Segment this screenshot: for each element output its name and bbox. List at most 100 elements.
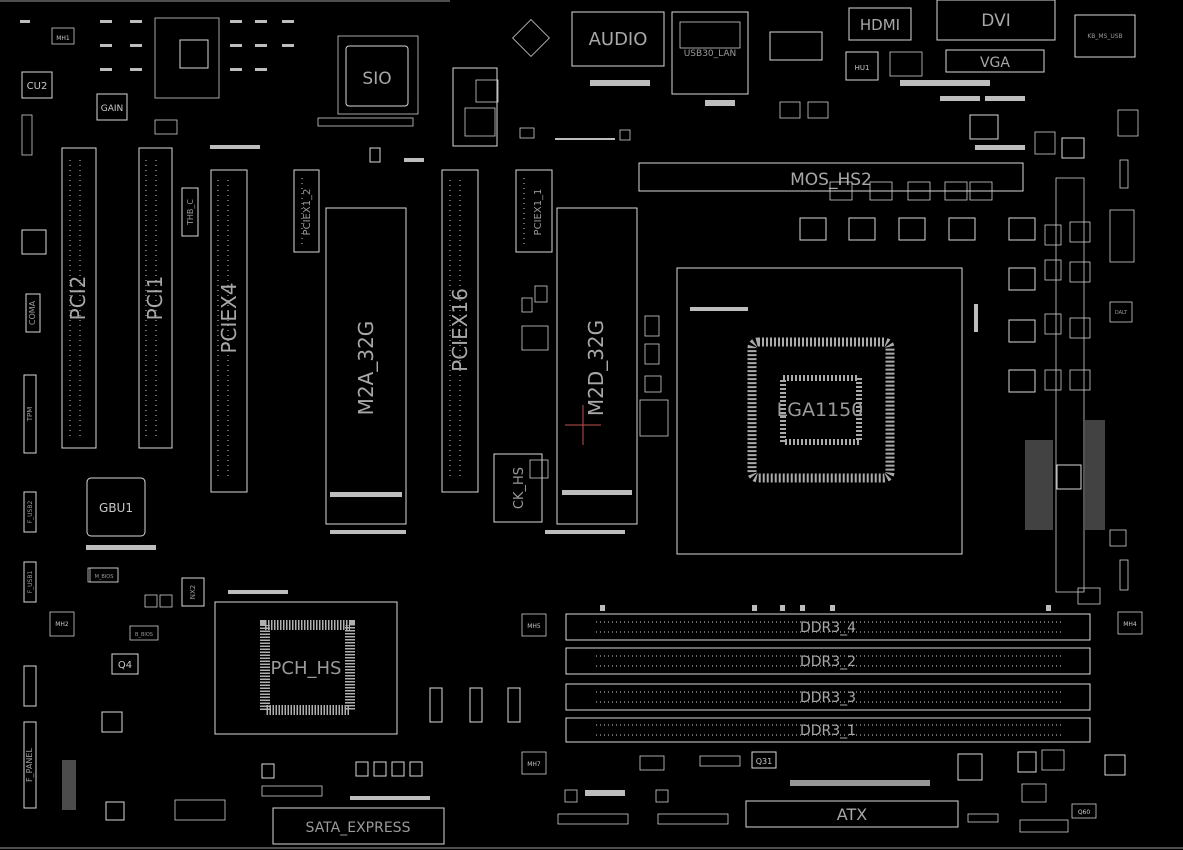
b-bios-chip: B_BIOS [129,625,159,641]
f-usb1-label: F_USB1 [27,571,34,594]
pciex4-label: PCIEX4 [217,283,241,354]
q4-transistor: Q4 [111,653,139,675]
gain-label: GAIN [101,104,124,114]
cu2-component: CU2 [21,71,53,99]
kb-ms-usb-label: KB_MS_USB [1087,33,1122,40]
ddr3-4-label: DDR3_4 [800,620,856,636]
pciex1-1-label: PCIEX1_1 [533,189,544,236]
hu1-label: HU1 [855,64,870,72]
gain-component: GAIN [96,93,128,121]
m-bios-chip: M_BIOS [89,567,119,583]
usb30-lan-connector: USB30_LAN [671,11,749,95]
f-panel-label: F_PANEL [25,748,34,782]
audio-connector: AUDIO [512,11,665,67]
mh5-mount: MH5 [521,613,547,637]
sio-chip: SIO [337,35,419,115]
nx2-label: NX2 [189,585,197,600]
ddr3-4-slot: DDR3_4 [565,613,1091,641]
pci2-slot: PCI2 [61,147,97,449]
gbu1-label: GBU1 [99,501,133,515]
m2a-label: M2A_32G [354,321,378,416]
atx-label: ATX [837,805,867,824]
ddr3-3-label: DDR3_3 [800,690,856,706]
nx2-component: NX2 [181,577,205,607]
left-edge-headers: COMA TPM F_USB2 F_USB1 F_PANEL [21,229,47,809]
pch-heatsink: PCH_HS [214,601,398,735]
usb30-lan-label: USB30_LAN [684,49,737,59]
q31-transistor: Q31 [751,751,777,769]
mh1-mount: MH1 [51,27,75,45]
dalt-label: DALT [1115,310,1128,316]
pciex4-slot: PCIEX4 [210,169,248,493]
vga-label: VGA [980,55,1010,71]
b-bios-label: B_BIOS [135,632,153,638]
ddr3-1-label: DDR3_1 [800,723,856,739]
f-usb2-label: F_USB2 [27,501,34,524]
dvi-connector: DVI [936,0,1056,41]
coma-header: COMA [25,293,41,333]
pch-label: PCH_HS [271,658,342,679]
cu2-label: CU2 [27,81,48,92]
pci2-label: PCI2 [66,276,90,321]
ddr3-2-label: DDR3_2 [800,654,856,670]
vrm-right: DALT [1025,177,1135,593]
f-usb1-header: F_USB1 [23,561,37,603]
sio-label: SIO [362,69,391,89]
mos-hs2-heatsink: MOS_HS2 [638,162,1024,192]
mh4-mount: MH4 [1117,611,1143,635]
ddr3-2-slot: DDR3_2 [565,647,1091,675]
vga-connector: VGA [945,49,1045,73]
hdmi-connector: HDMI [848,7,912,41]
atx-connector: ATX [745,800,959,828]
gbu1-chip: GBU1 [86,477,146,537]
mosfet-row [799,181,1036,393]
mos-hs2-label: MOS_HS2 [790,170,872,190]
audio-label: AUDIO [589,29,648,50]
dvi-label: DVI [981,11,1010,31]
mh7-mount: MH7 [521,751,547,775]
mh2-label: MH2 [55,621,69,628]
top-left-pads [20,20,294,156]
m-bios-label: M_BIOS [95,574,114,580]
cpu-socket: LGA1150 [676,267,963,555]
sata-express-label: SATA_EXPRESS [306,820,411,836]
thb-c-label: THB_C [186,199,195,226]
tpm-label: TPM [26,407,34,423]
mh2-mount: MH2 [49,611,75,637]
ck-hs-label: CK_HS [512,467,527,509]
q31-label: Q31 [756,757,772,766]
kb-ms-usb-connector: KB_MS_USB [1074,14,1136,58]
ddr3-1-slot: DDR3_1 [565,717,1091,743]
ck-hs-heatsink: CK_HS [493,453,543,523]
mh7-label: MH7 [527,761,541,768]
hu1-component: HU1 [845,51,879,81]
mh1-label: MH1 [56,35,70,42]
tpm-header: TPM [23,374,37,454]
slot-pin-textures [69,160,525,480]
pci1-label: PCI1 [143,276,167,321]
q60-transistor: Q60 [1071,803,1097,819]
ddr3-3-slot: DDR3_3 [565,683,1091,711]
sata-express-connector: SATA_EXPRESS [272,807,445,845]
m2d-slot: M2D_32G [556,207,638,525]
f-panel-header: F_PANEL [23,721,37,809]
coma-label: COMA [28,300,37,325]
m2d-label: M2D_32G [584,320,608,416]
cpu-socket-label: LGA1150 [777,399,864,421]
pci1-slot: PCI1 [138,147,173,449]
q4-label: Q4 [118,660,132,671]
misc-pads [330,127,1129,605]
mh5-label: MH5 [527,623,541,630]
thb-c-header: THB_C [181,187,199,237]
top-right-pads [779,80,1139,189]
origin-marker [565,405,601,445]
q60-label: Q60 [1078,809,1091,816]
pciex1-1-slot: PCIEX1_1 [515,169,553,253]
pciex1-2-slot: PCIEX1_2 [293,169,320,253]
hdmi-label: HDMI [860,16,900,34]
mh4-label: MH4 [1123,621,1137,628]
pciex1-2-label: PCIEX1_2 [302,189,313,236]
m2a-slot: M2A_32G [325,207,407,525]
